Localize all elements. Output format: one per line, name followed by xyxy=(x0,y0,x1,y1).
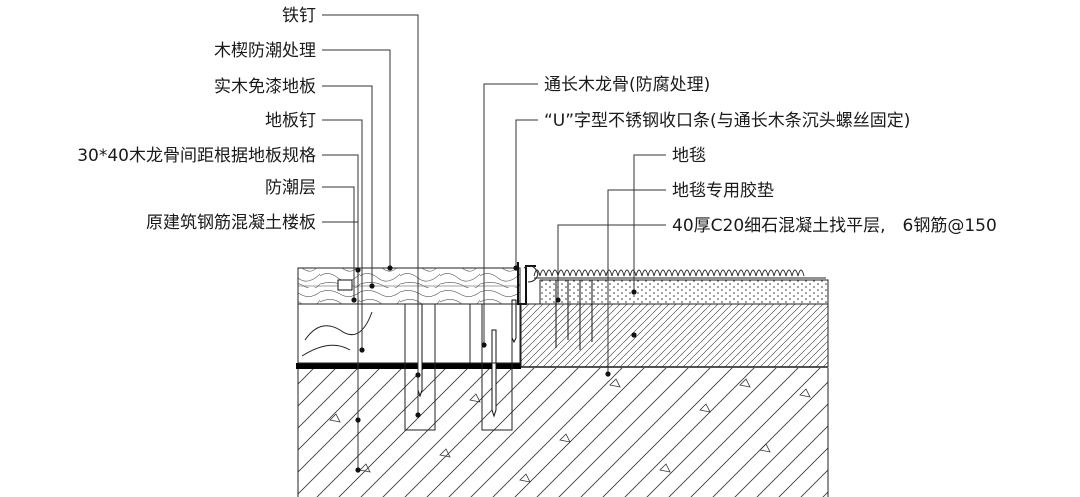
label-moisture-layer: 防潮层 xyxy=(265,178,316,198)
carpet-pile xyxy=(533,269,805,277)
u-stainless-trim xyxy=(517,262,536,305)
label-wood-wedge: 木楔防潮处理 xyxy=(214,41,316,61)
concrete-slab xyxy=(297,368,829,497)
label-concrete-slab: 原建筑钢筋混凝土楼板 xyxy=(146,213,316,233)
label-long-wood-batten: 通长木龙骨(防腐处理) xyxy=(544,75,710,95)
wood-wedge xyxy=(337,279,353,291)
wood-floor-zone xyxy=(297,267,521,431)
long-wood-batten xyxy=(469,303,521,364)
left-labels: 铁钉 木楔防潮处理 实木免漆地板 地板钉 30*40木龙骨间距根据地板规格 防潮… xyxy=(77,6,316,233)
screed-layer xyxy=(520,303,829,368)
right-leaders xyxy=(481,83,666,377)
aggregate-marks xyxy=(329,378,811,483)
label-carpet: 地毯 xyxy=(672,146,706,166)
moisture-membrane xyxy=(296,363,521,369)
left-leaders xyxy=(322,14,421,473)
label-wood-batten: 30*40木龙骨间距根据地板规格 xyxy=(77,146,316,166)
label-carpet-underlay: 地毯专用胶垫 xyxy=(672,181,774,201)
carpet-underlay xyxy=(539,279,829,305)
label-iron-nail: 铁钉 xyxy=(282,6,316,26)
carpet-zone xyxy=(520,265,829,368)
label-screed: 40厚C20细石混凝土找平层, 6钢筋@150 xyxy=(672,216,997,236)
label-u-trim: “U”字型不锈钢收口条(与通长木条沉头螺丝固定) xyxy=(544,111,910,131)
label-solid-wood-floor: 实木免漆地板 xyxy=(214,77,316,97)
label-floor-nail: 地板钉 xyxy=(265,111,316,131)
right-labels: 通长木龙骨(防腐处理) “U”字型不锈钢收口条(与通长木条沉头螺丝固定) 地毯 … xyxy=(544,75,997,236)
